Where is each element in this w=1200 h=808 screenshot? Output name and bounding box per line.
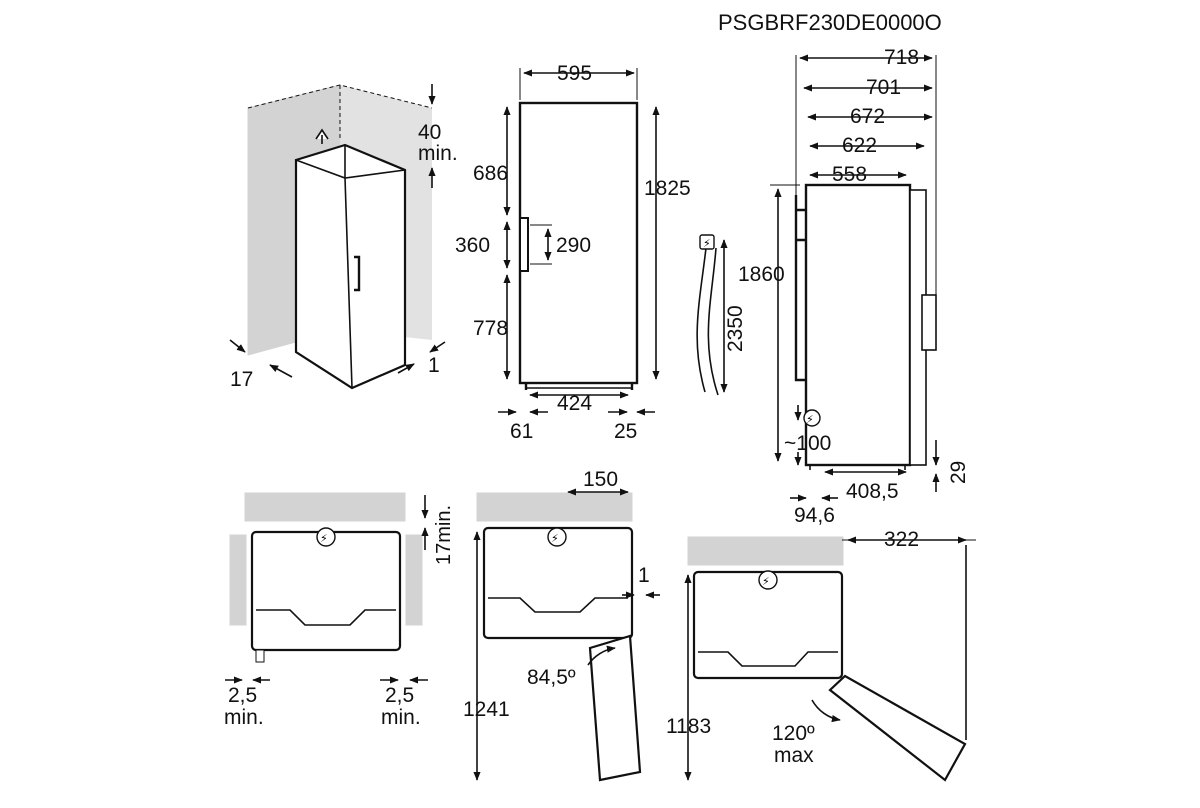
plan-view-2: ⚡ 150 1 84,5º 1241	[463, 468, 660, 782]
depth-3-label: 672	[850, 105, 885, 128]
front-height-label: 1825	[644, 177, 691, 200]
plan3-depth-label: 1183	[666, 715, 711, 738]
cable-height-label: ~100	[784, 432, 831, 455]
depth-4-label: 622	[842, 134, 877, 157]
plan3-angle-label: 120º	[772, 722, 815, 745]
plan2-wall	[476, 492, 633, 522]
foot-left-label: 61	[510, 420, 533, 443]
power-cable: ⚡ 2350	[696, 234, 747, 396]
handle-inner-label: 290	[556, 234, 591, 257]
power-socket-icon: ⚡	[806, 413, 814, 426]
front-view: 595 1825 686 360 778 290 424 61 25	[455, 62, 691, 443]
plan3-angle-unit: max	[774, 744, 814, 767]
side-gap-label: 17	[230, 368, 253, 391]
top-clearance-unit: min.	[418, 142, 458, 165]
foot-right-label: 25	[614, 420, 637, 443]
plan2-offset-label: 150	[583, 468, 618, 491]
cable-length-label: 2350	[724, 305, 747, 352]
plan2-depth-label: 1241	[463, 698, 510, 721]
plan3-door	[828, 674, 967, 782]
perspective-view: 40 min. 17 1	[229, 84, 458, 391]
plan2-power-icon: ⚡	[551, 532, 559, 545]
plan1-left-gap-label: 2,5	[228, 684, 257, 707]
bottom-offset-label: 29	[947, 461, 970, 484]
plan-view-1: ⚡ 17min. 2,5 min. 2,5 min.	[224, 492, 455, 729]
plan1-rear-gap-label: 17min.	[433, 505, 455, 565]
plan1-power-icon: ⚡	[320, 532, 328, 545]
plan1-right-gap-unit: min.	[381, 706, 421, 729]
plan3-power-icon: ⚡	[762, 575, 770, 588]
plan1-left-gap-unit: min.	[224, 706, 264, 729]
front-width-label: 595	[557, 62, 592, 85]
feet-span-label: 424	[557, 392, 592, 415]
side-view: 718 701 672 622 558 1860 ⚡ ~100 29 408,5…	[738, 46, 970, 527]
foot-rear-label: 94,6	[794, 504, 835, 527]
depth-2-label: 701	[866, 76, 901, 99]
model-code: PSGBRF230DE0000O	[718, 10, 942, 35]
plan-view-3: ⚡ 322 120º max 1183	[666, 528, 976, 782]
body-depth-label: 558	[832, 163, 867, 186]
right-gap-label: 1	[428, 354, 440, 377]
plan3-offset-label: 322	[884, 528, 919, 551]
plan1-cabinet	[250, 530, 402, 652]
plan2-door	[588, 634, 642, 782]
handle-to-bottom-label: 778	[473, 317, 508, 340]
foot-depth-label: 408,5	[846, 480, 899, 503]
plan1-wall	[244, 492, 406, 522]
top-clearance-label: 40	[418, 121, 441, 144]
up-arrow-icon	[315, 128, 329, 144]
plan1-right-gap-label: 2,5	[385, 684, 414, 707]
plan2-angle-label: 84,5º	[527, 666, 576, 689]
plug-icon: ⚡	[703, 237, 711, 250]
handle-span-label: 360	[455, 234, 490, 257]
side-cabinet	[804, 183, 912, 467]
top-to-handle-label: 686	[473, 162, 508, 185]
plan2-side-gap-label: 1	[638, 564, 650, 587]
side-height-label: 1860	[738, 263, 785, 286]
plan3-wall	[687, 536, 844, 566]
front-cabinet	[518, 101, 639, 385]
depth-total-label: 718	[884, 46, 919, 69]
